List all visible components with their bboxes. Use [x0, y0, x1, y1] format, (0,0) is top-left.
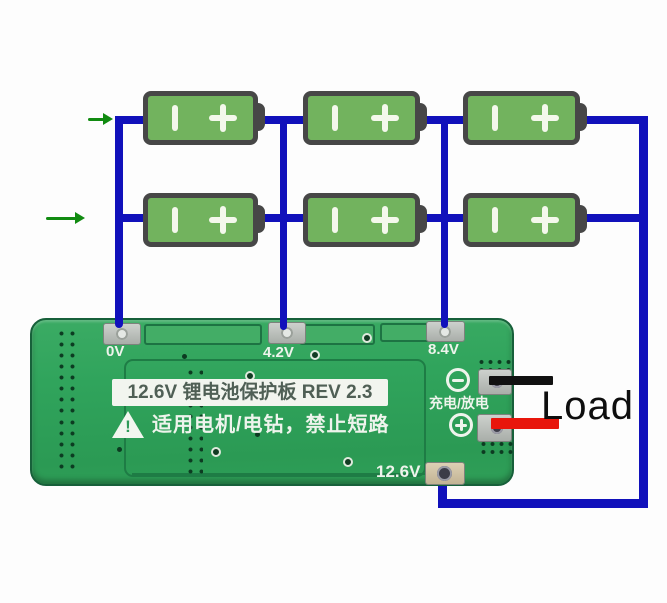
via [343, 457, 353, 467]
via [362, 333, 372, 343]
battery-positive-terminal-icon [371, 104, 399, 132]
warning-triangle-icon: ! [112, 411, 144, 438]
battery-negative-terminal-icon [332, 105, 338, 131]
terminal-circle-minus-icon [446, 368, 470, 392]
via [182, 354, 187, 359]
battery-cell-3 [463, 91, 587, 145]
pad-label-12v6: 12.6V [376, 462, 421, 481]
board-title-banner: 12.6V 锂电池保护板 REV 2.3 [112, 379, 388, 406]
pad-label-0v: 0V [106, 343, 125, 360]
battery-terminal-nub [417, 103, 427, 131]
battery-negative-terminal-icon [172, 207, 178, 233]
battery-positive-terminal-icon [209, 104, 237, 132]
warning-exclamation: ! [125, 417, 131, 436]
wire-12v6-drop [438, 472, 447, 508]
wire-bottom-horizontal [438, 499, 648, 508]
battery-terminal-nub [255, 103, 265, 131]
wire-4v2-vertical [280, 116, 287, 330]
pad-label-4v2: 4.2V [263, 344, 294, 361]
terminal-circle-plus-icon [449, 413, 473, 437]
battery-positive-terminal-icon [371, 206, 399, 234]
pad-4v2 [269, 323, 305, 343]
via-cluster [54, 415, 76, 473]
pcb-copper-panel [144, 324, 262, 345]
pad-hole [437, 466, 452, 481]
via [211, 447, 221, 457]
bms-board: 0V 4.2V 8.4V 12.6V 12.6V 锂电池保护板 REV 2.3 … [30, 318, 516, 486]
charge-discharge-label: 充电/放电 [429, 395, 489, 411]
via [117, 447, 122, 452]
battery-terminal-nub [417, 205, 427, 233]
flow-arrow-bottom-icon [46, 212, 85, 225]
via-cluster [478, 439, 516, 456]
pad-hole [281, 327, 293, 339]
battery-terminal-nub [577, 205, 587, 233]
pad-hole [116, 328, 128, 340]
pad-hole [439, 326, 451, 338]
flow-arrow-top-icon [88, 113, 113, 126]
wire-right-vertical [639, 116, 648, 508]
wire-8v4-vertical [441, 116, 448, 328]
via-cluster [476, 357, 514, 372]
pcb-trace [132, 473, 432, 475]
pad-12v6 [426, 463, 464, 484]
pad-0v [104, 324, 140, 344]
battery-negative-terminal-icon [492, 105, 498, 131]
battery-negative-terminal-icon [492, 207, 498, 233]
via-cluster [54, 326, 76, 414]
battery-negative-terminal-icon [172, 105, 178, 131]
pad-label-8v4: 8.4V [428, 341, 459, 358]
via [310, 350, 320, 360]
battery-positive-terminal-icon [209, 206, 237, 234]
battery-cell-4 [143, 193, 265, 247]
warning-text: 适用电机/电钻，禁止短路 [152, 414, 390, 436]
battery-cell-2 [303, 91, 427, 145]
battery-cell-1 [143, 91, 265, 145]
battery-cell-6 [463, 193, 587, 247]
battery-positive-terminal-icon [531, 206, 559, 234]
battery-terminal-nub [255, 205, 265, 233]
load-negative-wire [489, 376, 553, 385]
battery-negative-terminal-icon [332, 207, 338, 233]
load-positive-wire [491, 418, 559, 429]
battery-cell-5 [303, 193, 427, 247]
via [255, 432, 260, 437]
wire-0v-vertical [115, 116, 123, 328]
load-label: Load [541, 384, 634, 428]
pad-8v4 [427, 322, 464, 341]
battery-positive-terminal-icon [531, 104, 559, 132]
battery-terminal-nub [577, 103, 587, 131]
